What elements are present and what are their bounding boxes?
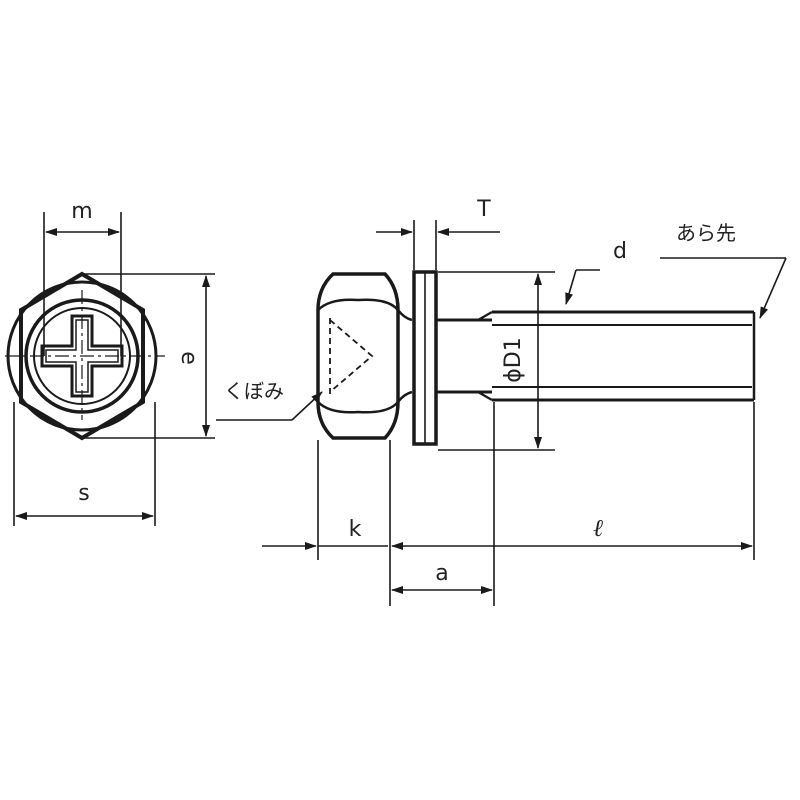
hex-outline — [19, 271, 145, 441]
label-ell: ℓ — [593, 514, 603, 542]
front-dimensions — [13, 212, 215, 526]
side-dimensions — [216, 220, 787, 606]
hex-head — [316, 272, 400, 440]
label-e: e — [176, 351, 201, 365]
label-m: m — [71, 199, 92, 224]
recess-hidden-line — [329, 318, 374, 394]
label-k: k — [349, 517, 362, 542]
label-phiD1: ϕD1 — [501, 337, 526, 382]
label-arasaki: あら先 — [676, 221, 736, 245]
label-d: d — [613, 239, 627, 264]
label-a: a — [435, 561, 448, 586]
label-kubomi: くぼみ — [224, 379, 284, 403]
label-s: s — [78, 481, 89, 506]
side-view — [316, 270, 756, 446]
front-view — [5, 271, 165, 441]
label-T: T — [476, 197, 491, 222]
phillips-cross — [40, 314, 124, 398]
